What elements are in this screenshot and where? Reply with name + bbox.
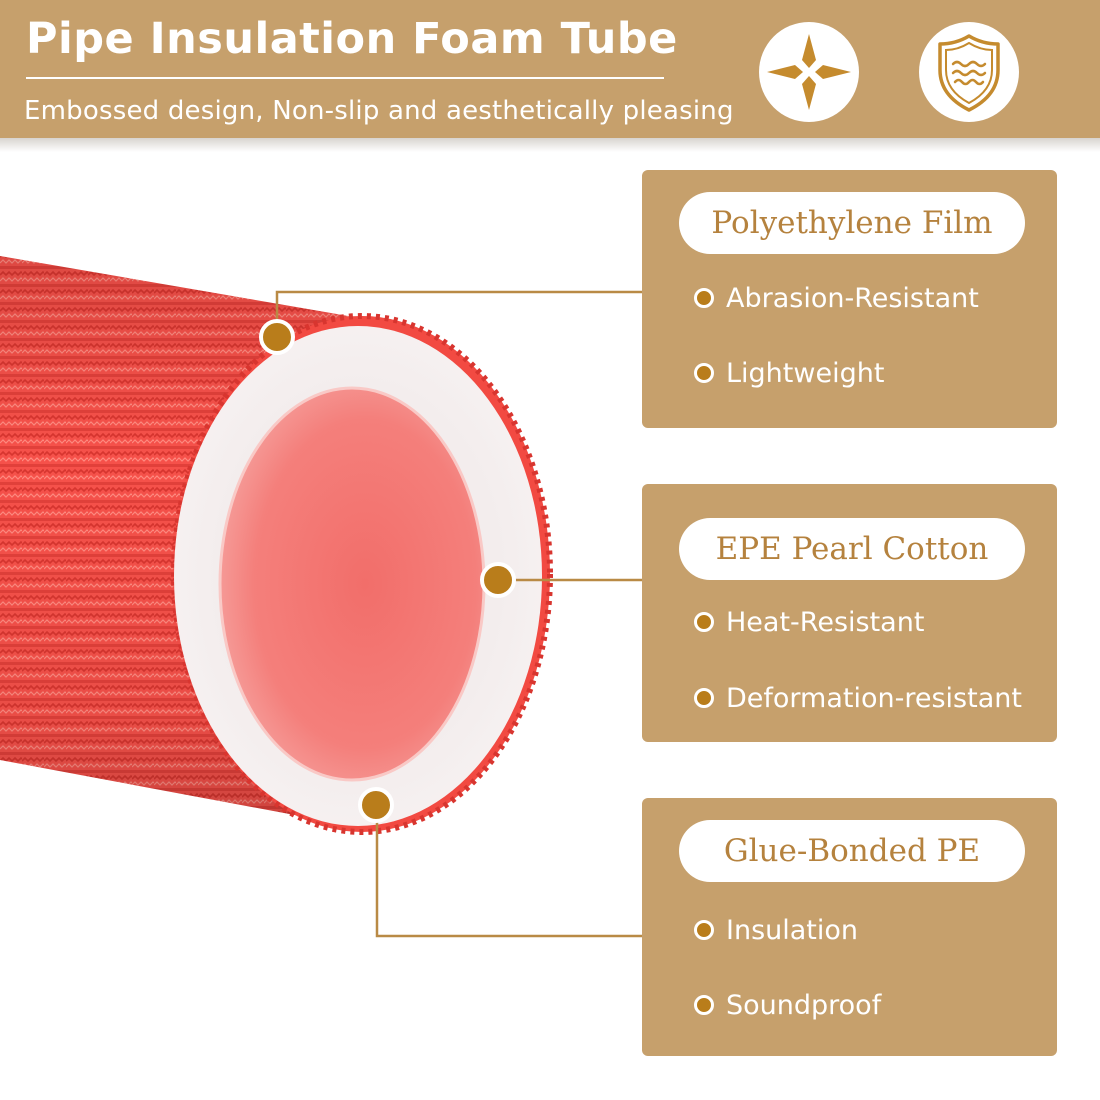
- feature-label: Lightweight: [726, 357, 885, 389]
- panel-glue-bonded-pe: Glue-Bonded PE Insulation Soundproof: [642, 798, 1057, 1056]
- bullet-dot-icon: [694, 688, 714, 708]
- bullet-dot-icon: [694, 995, 714, 1015]
- header-banner: Pipe Insulation Foam Tube Embossed desig…: [0, 0, 1100, 138]
- bullet-dot-icon: [694, 612, 714, 632]
- feature-item: Deformation-resistant: [694, 680, 1022, 716]
- callout-line-glue: [375, 805, 642, 938]
- bullet-dot-icon: [694, 363, 714, 383]
- layer-title: Polyethylene Film: [679, 192, 1025, 254]
- feature-label: Soundproof: [726, 989, 882, 1021]
- waterproof-shield-icon: [938, 34, 1000, 112]
- layer-title: Glue-Bonded PE: [679, 820, 1025, 882]
- panel-epe-pearl-cotton: EPE Pearl Cotton Heat-Resistant Deformat…: [642, 484, 1057, 742]
- title-underline: [26, 77, 664, 79]
- bullet-dot-icon: [694, 288, 714, 308]
- feature-label: Insulation: [726, 914, 859, 946]
- feature-label: Heat-Resistant: [726, 606, 925, 638]
- feature-label: Abrasion-Resistant: [726, 282, 979, 314]
- callout-dot-glue: [358, 787, 394, 823]
- callout-dot-film: [259, 319, 295, 355]
- callout-dot-epe: [480, 562, 516, 598]
- layer-title: EPE Pearl Cotton: [679, 518, 1025, 580]
- header-shadow: [0, 138, 1100, 152]
- feature-item: Lightweight: [694, 355, 884, 391]
- shield-badge: [919, 22, 1019, 122]
- feature-item: Soundproof: [694, 987, 881, 1023]
- feature-item: Abrasion-Resistant: [694, 280, 979, 316]
- bullet-dot-icon: [694, 920, 714, 940]
- page-title: Pipe Insulation Foam Tube: [26, 14, 678, 64]
- panel-polyethylene-film: Polyethylene Film Abrasion-Resistant Lig…: [642, 170, 1057, 428]
- page-subtitle: Embossed design, Non-slip and aesthetica…: [24, 96, 734, 126]
- tube-inner-hole: [220, 388, 484, 780]
- feature-item: Insulation: [694, 912, 858, 948]
- feature-item: Heat-Resistant: [694, 604, 924, 640]
- feature-label: Deformation-resistant: [726, 682, 1022, 714]
- four-point-star-icon: [767, 34, 851, 110]
- star-badge: [759, 22, 859, 122]
